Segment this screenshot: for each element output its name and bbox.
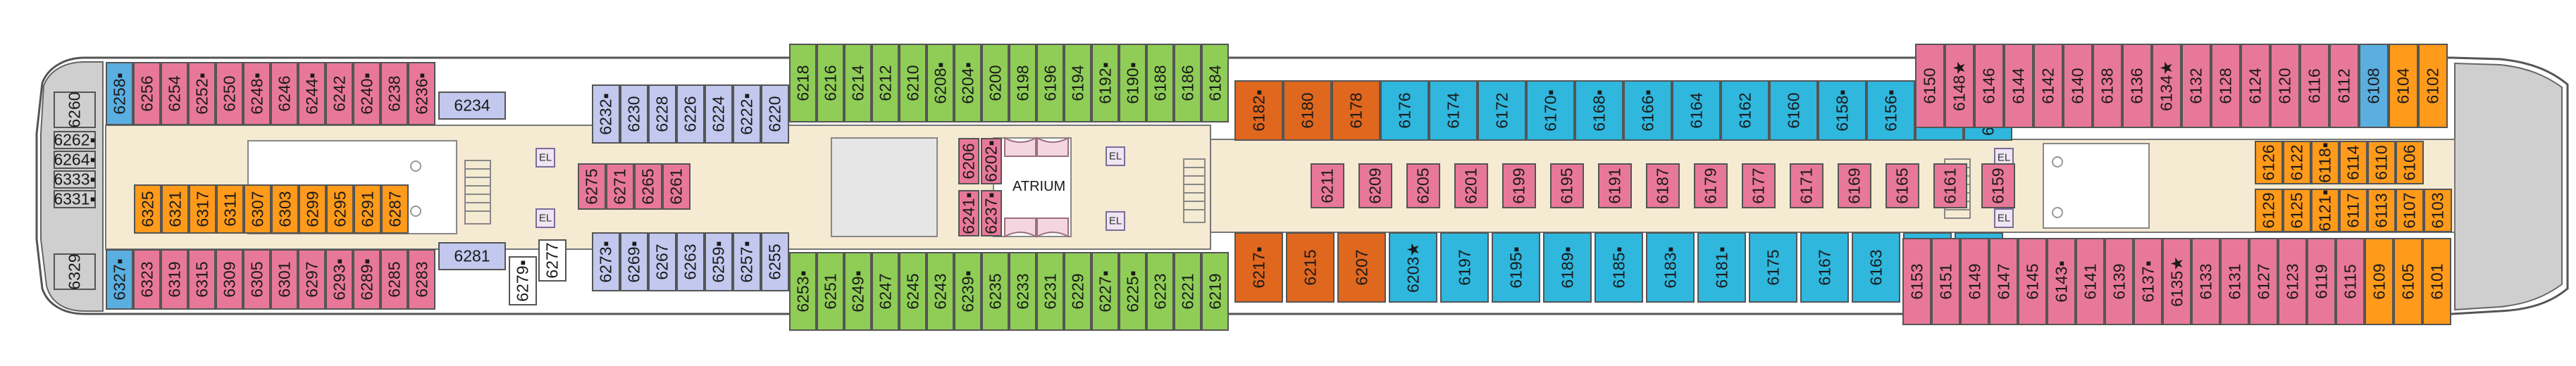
aft-fixture xyxy=(410,160,421,172)
corridor-fwd xyxy=(1210,139,2456,233)
mid-open-area xyxy=(831,137,938,237)
stairs-aft xyxy=(464,160,491,225)
fwd-fixture xyxy=(2052,207,2063,218)
fwd-fixture xyxy=(2052,156,2063,168)
stairs-mid xyxy=(1183,158,1206,223)
atrium-seating xyxy=(1004,137,1069,238)
bow-deck-area xyxy=(2454,62,2563,311)
aft-fixture xyxy=(410,206,421,217)
aft-open-area xyxy=(247,140,457,234)
fwd-open-area xyxy=(2043,143,2150,229)
stern-deck-area xyxy=(40,61,104,312)
